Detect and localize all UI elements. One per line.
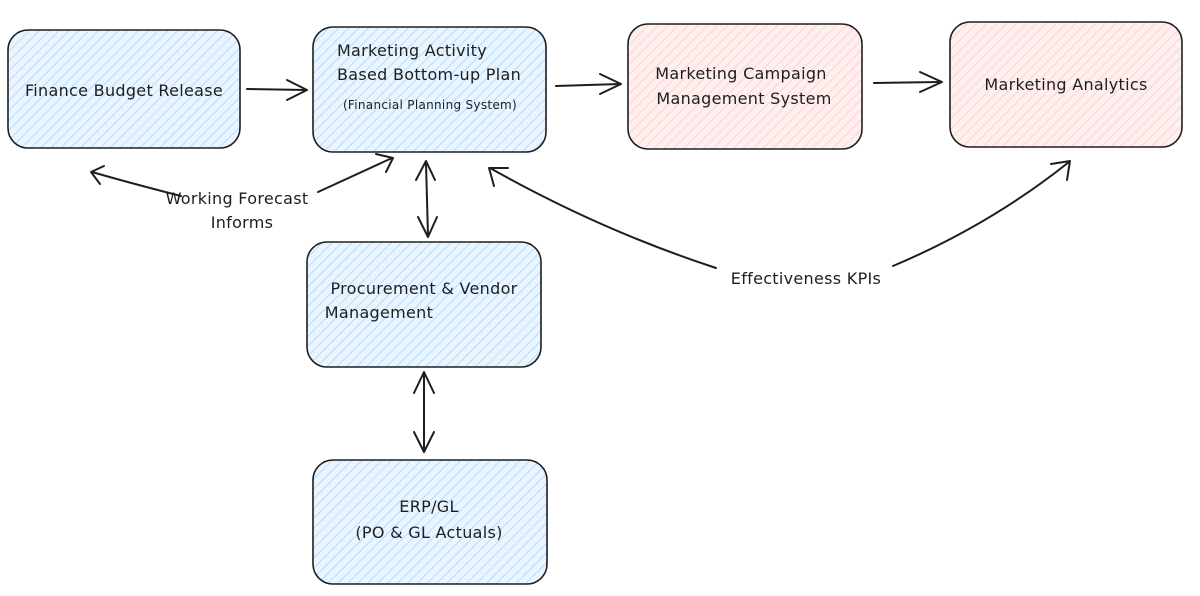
marketing-activity-plan-subtitle: (Financial Planning System)	[343, 98, 517, 112]
procurement-line1: Procurement & Vendor	[330, 279, 517, 298]
finance-budget-release-label: Finance Budget Release	[25, 81, 223, 100]
working-forecast-label: Working Forecast	[166, 189, 309, 208]
marketing-analytics-box: Marketing Analytics	[949, 21, 1183, 148]
erp-gl-line1: ERP/GL	[399, 497, 458, 516]
arrow-effectiveness-kpis	[488, 160, 1071, 269]
arrow-budget-to-plan	[246, 79, 308, 101]
marketing-activity-plan-box: Marketing Activity Based Bottom-up Plan …	[312, 26, 547, 153]
campaign-management-line2: Management System	[656, 89, 831, 108]
campaign-management-line1: Marketing Campaign	[655, 64, 827, 83]
campaign-management-box: Marketing Campaign Management System	[627, 23, 863, 150]
procurement-box: Procurement & Vendor Management	[306, 241, 542, 368]
informs-label: Informs	[211, 213, 274, 232]
arrow-working-forecast	[90, 153, 394, 197]
marketing-activity-plan-line2: Based Bottom-up Plan	[337, 65, 521, 84]
marketing-activity-plan-line1: Marketing Activity	[337, 41, 487, 60]
erp-gl-line2: (PO & GL Actuals)	[355, 523, 502, 542]
procurement-line2: Management	[325, 303, 433, 322]
effectiveness-kpis-label: Effectiveness KPIs	[731, 269, 881, 288]
erp-gl-box: ERP/GL (PO & GL Actuals)	[312, 459, 548, 585]
arrow-campaign-to-analytics	[873, 71, 943, 93]
arrow-plan-to-campaign	[555, 73, 622, 95]
finance-budget-release-box: Finance Budget Release	[7, 29, 241, 149]
arrow-procurement-erp-bidirectional	[413, 371, 435, 453]
arrow-plan-procurement-bidirectional	[415, 160, 438, 238]
marketing-analytics-label: Marketing Analytics	[984, 75, 1147, 94]
